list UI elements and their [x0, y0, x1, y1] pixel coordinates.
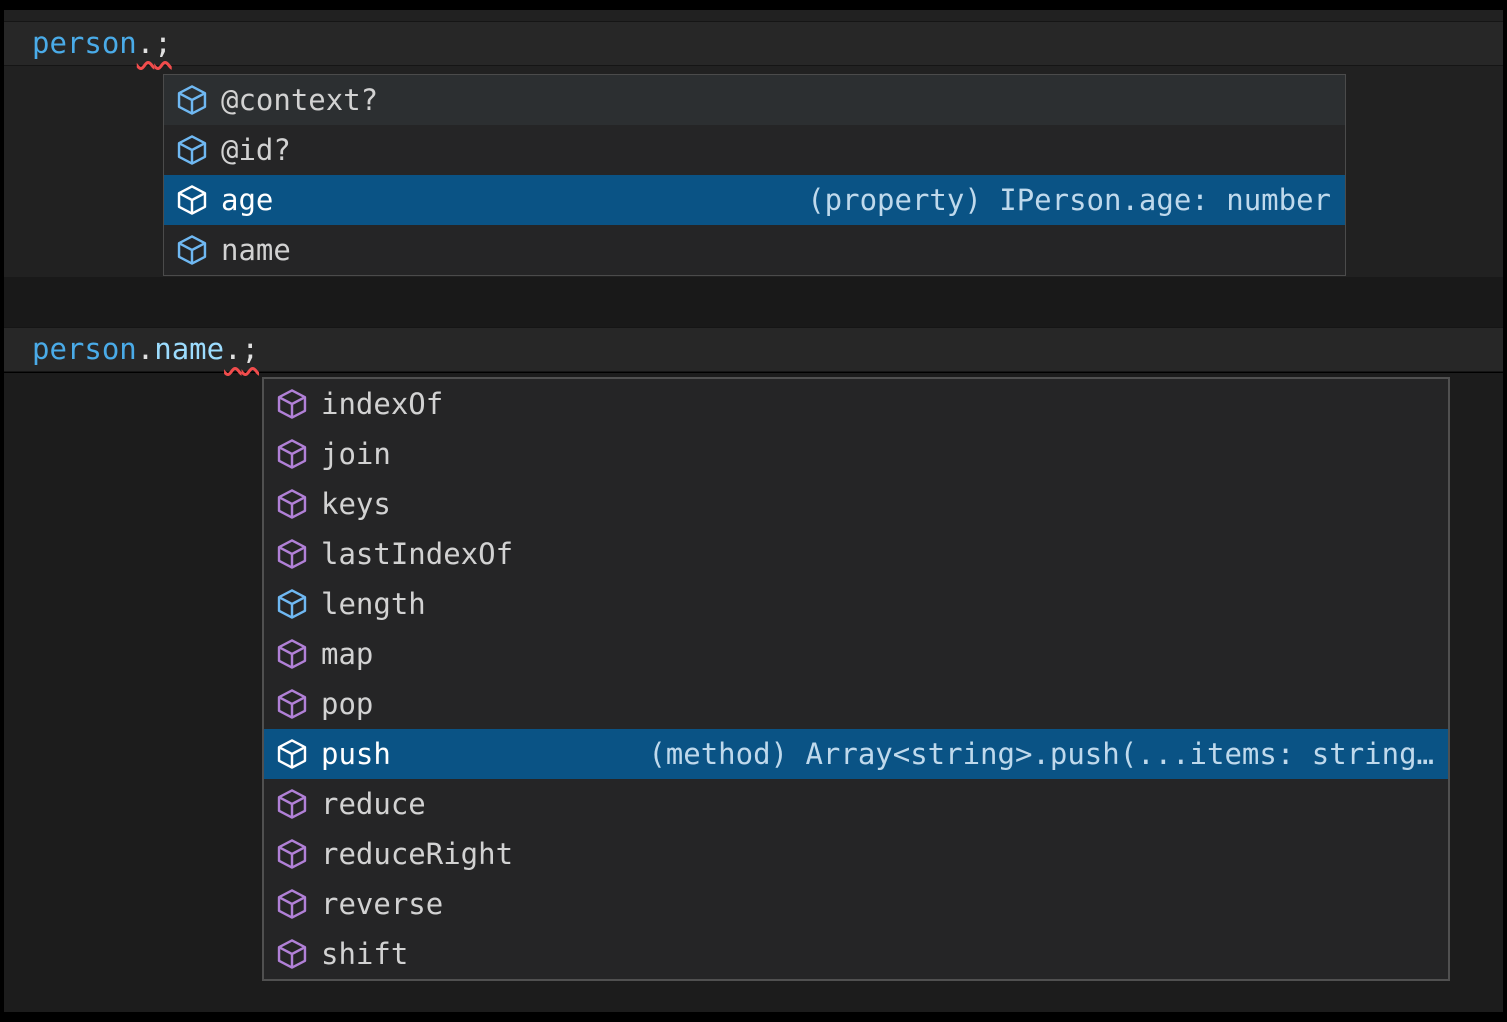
suggestion-label: @id?	[221, 133, 291, 167]
suggestion-item-length[interactable]: length	[264, 579, 1448, 629]
suggestion-item-keys[interactable]: keys	[264, 479, 1448, 529]
suggestion-label: keys	[321, 487, 391, 521]
suggestion-item-map[interactable]: map	[264, 629, 1448, 679]
symbol-method-icon	[274, 686, 310, 722]
symbol-method-icon	[274, 736, 310, 772]
symbol-field-icon	[174, 82, 210, 118]
suggestion-item-indexof[interactable]: indexOf	[264, 379, 1448, 429]
code-text: person.;	[4, 22, 1503, 65]
suggestion-item-reduce[interactable]: reduce	[264, 779, 1448, 829]
suggestion-label: push	[321, 737, 391, 771]
suggestion-label: name	[221, 233, 291, 267]
suggestion-item-reverse[interactable]: reverse	[264, 879, 1448, 929]
suggestion-label: length	[321, 587, 426, 621]
suggestion-label: indexOf	[321, 387, 444, 421]
symbol-method-icon	[274, 486, 310, 522]
symbol-method-icon	[274, 936, 310, 972]
suggestion-label: shift	[321, 937, 409, 971]
section-divider-band	[4, 277, 1503, 327]
suggestion-item-join[interactable]: join	[264, 429, 1448, 479]
token-dot-error: .	[136, 26, 155, 60]
suggestion-label: join	[321, 437, 391, 471]
symbol-method-icon	[274, 536, 310, 572]
symbol-field-icon	[274, 586, 310, 622]
suggestion-detail: (property) IPerson.age: number	[807, 183, 1331, 217]
symbol-field-icon	[174, 132, 210, 168]
token-dot: .	[136, 332, 155, 366]
token-variable-person: person	[32, 26, 137, 60]
suggestion-label: pop	[321, 687, 374, 721]
suggestion-item-name[interactable]: name	[164, 225, 1345, 275]
code-line-person[interactable]: person.;	[4, 21, 1503, 66]
suggestion-detail: (method) Array<string>.push(...items: st…	[648, 737, 1434, 771]
autocomplete-popup-person: @context? @id? age (property) IPerson.ag…	[163, 74, 1346, 276]
symbol-method-icon	[274, 886, 310, 922]
symbol-field-icon	[174, 232, 210, 268]
suggestion-label: reduceRight	[321, 837, 514, 871]
code-text: person.name.;	[4, 328, 1503, 371]
suggestion-item-lastindexof[interactable]: lastIndexOf	[264, 529, 1448, 579]
token-property-name: name	[154, 332, 225, 366]
suggestion-label: lastIndexOf	[321, 537, 514, 571]
suggestion-label: age	[221, 183, 274, 217]
suggestion-item-shift[interactable]: shift	[264, 929, 1448, 979]
token-semicolon-error: ;	[154, 26, 172, 60]
symbol-field-icon	[174, 182, 210, 218]
token-variable-person: person	[32, 332, 137, 366]
autocomplete-popup-string: indexOf join keys lastIndexOf length map	[262, 377, 1450, 981]
suggestion-label: @context?	[221, 83, 379, 117]
suggestion-label: reduce	[321, 787, 426, 821]
suggestion-label: reverse	[321, 887, 444, 921]
suggestion-item-push[interactable]: push (method) Array<string>.push(...item…	[264, 729, 1448, 779]
suggestion-item-age[interactable]: age (property) IPerson.age: number	[164, 175, 1345, 225]
code-line-person-name[interactable]: person.name.;	[4, 327, 1503, 372]
suggestion-label: map	[321, 637, 374, 671]
suggestion-item-context[interactable]: @context?	[164, 75, 1345, 125]
symbol-method-icon	[274, 386, 310, 422]
token-semicolon-error: ;	[241, 332, 260, 366]
suggestion-item-pop[interactable]: pop	[264, 679, 1448, 729]
token-dot-error: .	[224, 332, 242, 366]
symbol-method-icon	[274, 636, 310, 672]
suggestion-item-id[interactable]: @id?	[164, 125, 1345, 175]
suggestion-item-reduceright[interactable]: reduceRight	[264, 829, 1448, 879]
symbol-method-icon	[274, 786, 310, 822]
symbol-method-icon	[274, 436, 310, 472]
symbol-method-icon	[274, 836, 310, 872]
